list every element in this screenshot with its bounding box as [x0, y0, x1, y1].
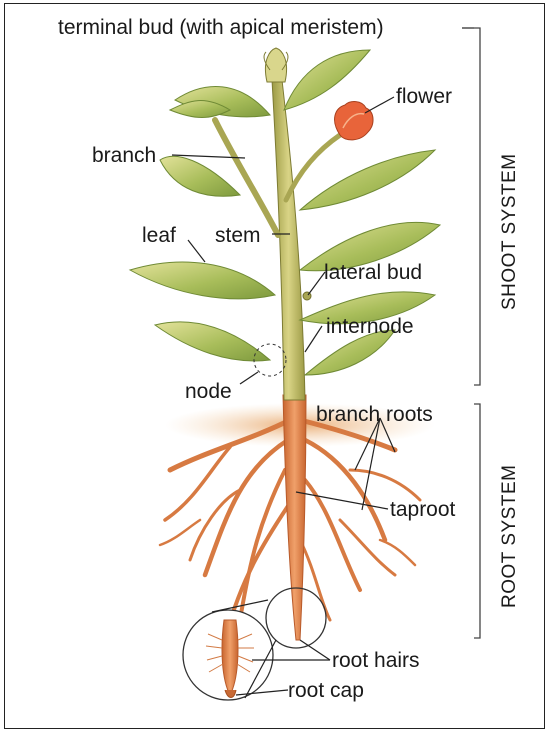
label-flower: flower [396, 85, 452, 108]
taproot-shape [283, 395, 306, 640]
stem-shape [272, 80, 305, 400]
label-branch-roots: branch roots [316, 403, 433, 426]
label-internode: internode [326, 315, 414, 338]
system-brackets [474, 28, 480, 638]
label-terminal-bud: terminal bud (with apical meristem) [58, 16, 384, 39]
flower-shape [335, 102, 373, 140]
label-stem: stem [215, 224, 261, 247]
label-root-hairs: root hairs [332, 649, 420, 672]
label-leaf: leaf [142, 224, 176, 247]
label-shoot-system: SHOOT SYSTEM [499, 153, 520, 310]
label-lateral-bud: lateral bud [324, 261, 422, 284]
label-taproot: taproot [390, 498, 456, 521]
label-root-cap: root cap [288, 679, 364, 702]
branch-shape [215, 120, 278, 235]
terminal-bud-shape [264, 48, 288, 82]
label-node: node [185, 380, 232, 403]
label-branch: branch [92, 144, 156, 167]
label-root-system: ROOT SYSTEM [499, 465, 520, 608]
